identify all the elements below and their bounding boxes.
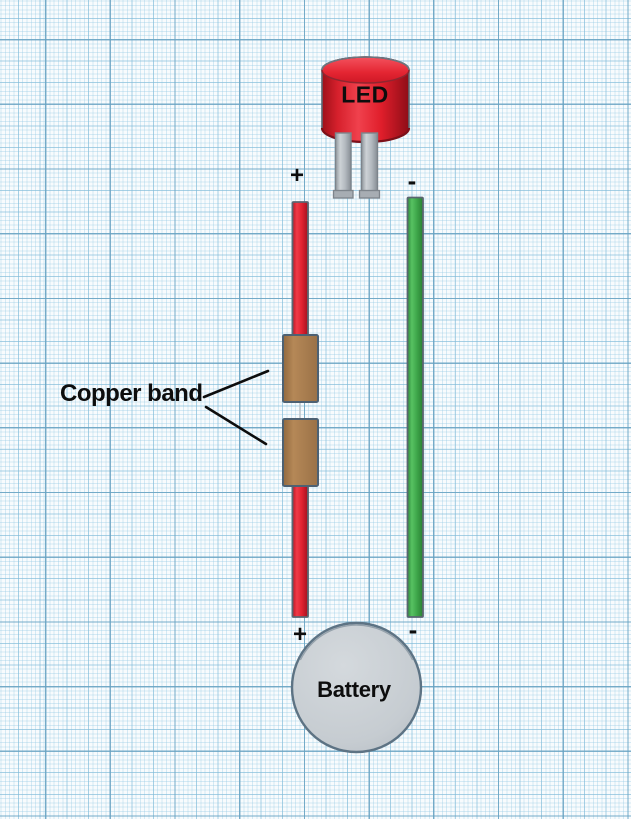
battery-body	[290, 621, 423, 754]
negative-wire	[406, 196, 424, 618]
led-leg-left-foot	[332, 189, 354, 199]
battery-component	[290, 621, 423, 754]
led-leg-left	[332, 132, 354, 199]
led-label: LED	[341, 81, 389, 108]
led-component	[320, 56, 411, 199]
battery-top-rim	[299, 624, 414, 661]
led-leg-right	[358, 132, 381, 199]
led-negative-sign: -	[407, 165, 417, 196]
led-leg-right-shaft	[360, 132, 379, 193]
battery-positive-sign: +	[292, 621, 308, 648]
led-top-edge	[321, 56, 410, 71]
led-leg-right-foot	[358, 189, 381, 199]
pointer-line-lower	[204, 405, 268, 446]
copper-band-upper	[282, 334, 319, 403]
led-leg-left-shaft	[334, 132, 352, 193]
led-positive-sign: +	[289, 162, 305, 189]
copper-band-label: Copper band	[60, 380, 203, 407]
battery-negative-sign: -	[408, 614, 418, 645]
battery-label: Battery	[317, 677, 391, 702]
copper-band-lower	[282, 418, 319, 487]
pointer-line-upper	[202, 369, 270, 399]
